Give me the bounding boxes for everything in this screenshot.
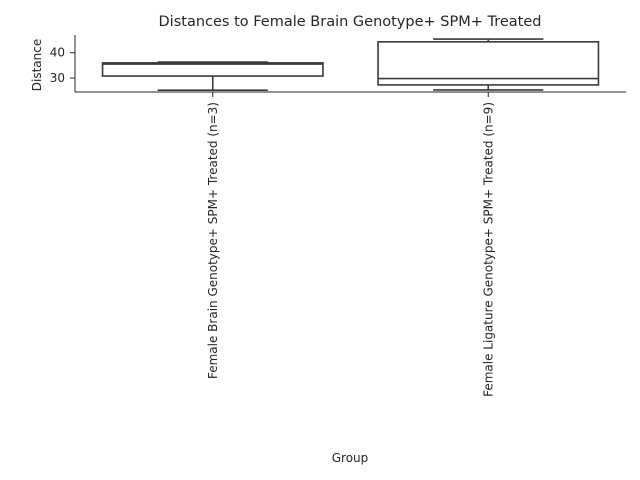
y-tick-label: 30: [50, 71, 65, 85]
box-iqr: [377, 41, 600, 86]
box-iqr: [101, 62, 324, 77]
x-tick-label: Female Brain Genotype+ SPM+ Treated (n=3…: [206, 102, 220, 379]
x-tick-label: Female Ligature Genotype+ SPM+ Treated (…: [481, 102, 495, 397]
x-axis-label: Group: [332, 451, 369, 465]
chart-title: Distances to Female Brain Genotype+ SPM+…: [159, 14, 542, 30]
y-axis-label: Distance: [30, 39, 44, 91]
y-tick-label: 40: [50, 46, 65, 60]
